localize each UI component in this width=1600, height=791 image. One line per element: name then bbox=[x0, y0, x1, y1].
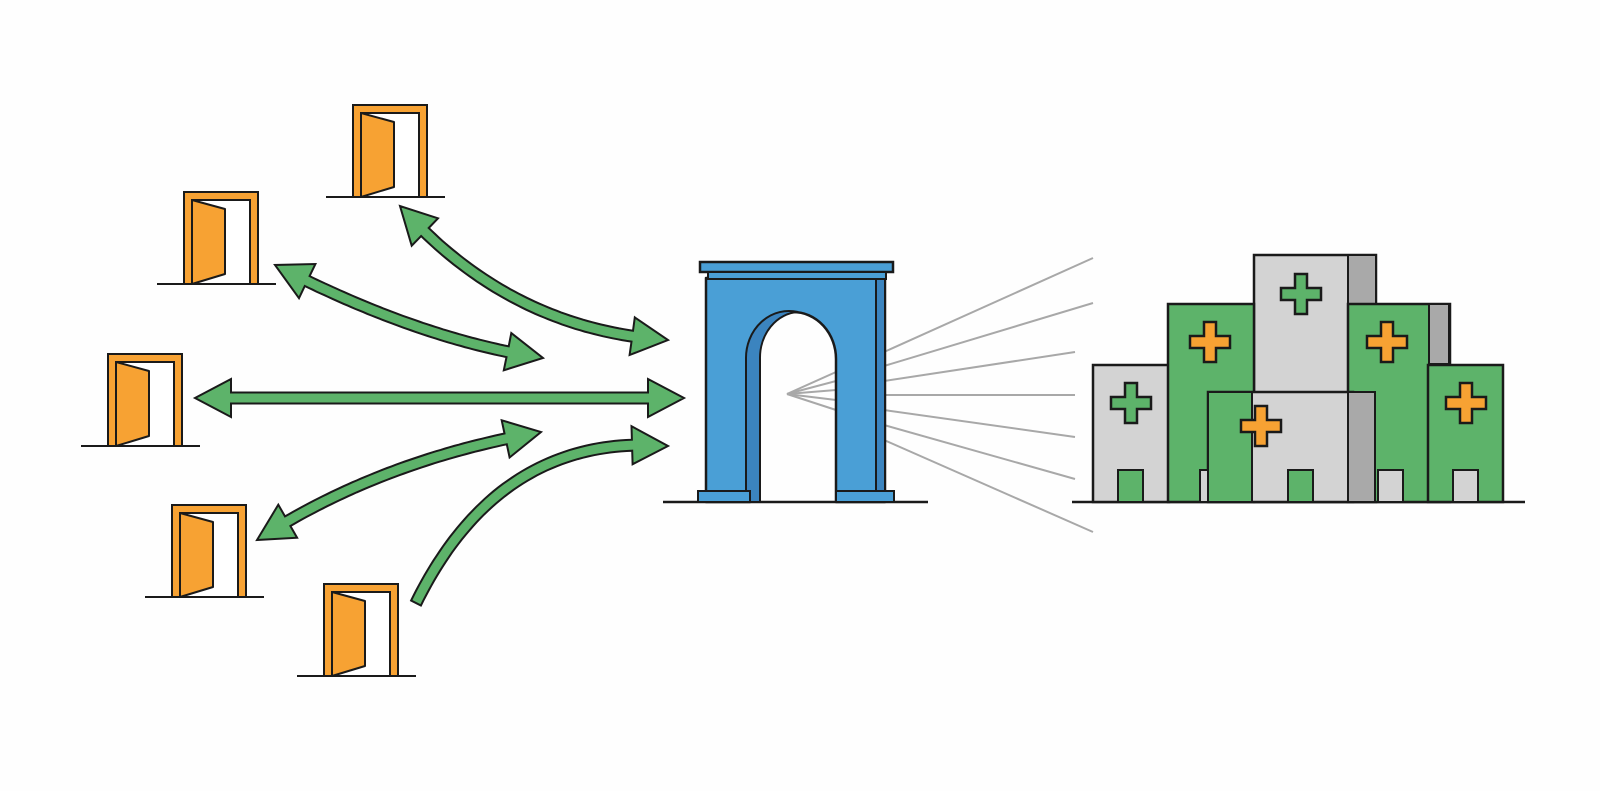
signal-ray bbox=[786, 380, 837, 395]
ray-group bbox=[786, 257, 1094, 533]
signal-ray bbox=[786, 393, 837, 401]
signal-ray bbox=[883, 302, 1094, 367]
door-icon bbox=[80, 353, 201, 447]
door-icon bbox=[325, 104, 446, 198]
connection-arrow bbox=[192, 377, 687, 419]
signal-ray bbox=[786, 389, 837, 395]
door-icon bbox=[156, 191, 277, 285]
connection-arrow bbox=[255, 418, 544, 542]
signal-ray bbox=[883, 257, 1094, 353]
signal-ray bbox=[883, 424, 1076, 480]
door-icon bbox=[144, 504, 265, 598]
connection-arrow bbox=[409, 424, 671, 607]
archway-icon bbox=[663, 260, 928, 504]
signal-ray bbox=[883, 351, 1076, 382]
arrow-group bbox=[192, 204, 687, 607]
signal-ray bbox=[883, 439, 1094, 533]
connection-arrow bbox=[398, 204, 671, 357]
signal-ray bbox=[883, 409, 1076, 438]
signal-ray bbox=[786, 393, 837, 411]
signal-ray bbox=[786, 371, 837, 395]
hospital-cluster-icon bbox=[1072, 253, 1525, 504]
connection-arrow bbox=[273, 262, 546, 372]
door-icon bbox=[296, 583, 417, 677]
